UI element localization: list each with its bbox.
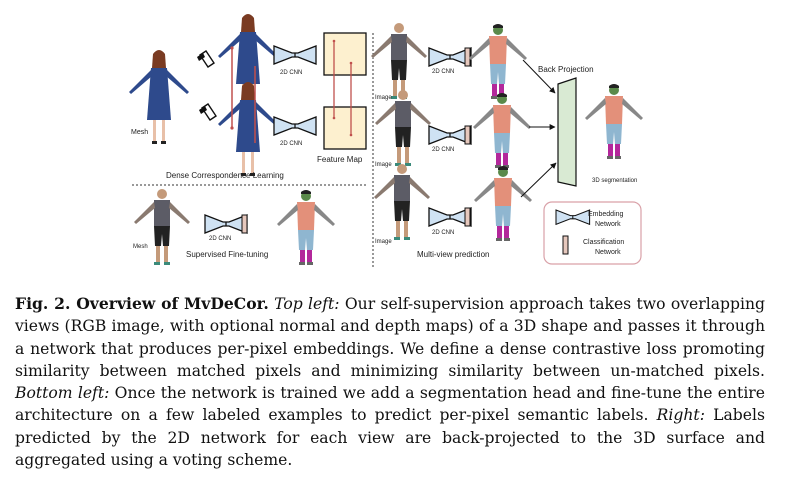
caption-text-top-left: Our self-supervision approach takes two … bbox=[15, 295, 765, 380]
image-label: Image bbox=[375, 239, 392, 245]
cnn-icon bbox=[273, 116, 317, 136]
mesh-label: Mesh bbox=[131, 129, 148, 136]
feature-map-bottom bbox=[323, 106, 367, 150]
legend-classification-line2: Network bbox=[595, 249, 621, 256]
camera-icon bbox=[198, 103, 217, 121]
legend-embedding-line1: Embedding bbox=[588, 211, 624, 218]
3d-segmentation-label: 3D segmentation bbox=[592, 178, 637, 184]
cnn-label: 2D CNN bbox=[432, 69, 454, 75]
legend-embedding-line2: Network bbox=[595, 221, 621, 228]
classifier-icon bbox=[464, 47, 471, 67]
panel-multiview-prediction: Image 2D CNN Image 2D CNN Image 2D CNN M… bbox=[371, 23, 643, 265]
cnn-label: 2D CNN bbox=[280, 70, 302, 76]
image-label: Image bbox=[375, 95, 392, 101]
panel-title-supervised-finetuning: Supervised Fine-tuning bbox=[186, 250, 268, 259]
feature-map-label: Feature Map bbox=[317, 155, 363, 164]
caption-label-bottom-left: Bottom left: bbox=[15, 384, 110, 403]
legend-classification-line1: Classification bbox=[583, 239, 624, 246]
cnn-label: 2D CNN bbox=[280, 141, 302, 147]
caption-title: Fig. 2. Overview of MvDeCor. bbox=[15, 294, 269, 313]
view-image-grey bbox=[375, 90, 431, 166]
cnn-icon bbox=[273, 45, 317, 65]
cnn-label: 2D CNN bbox=[432, 147, 454, 153]
caption-label-right: Right: bbox=[656, 406, 705, 425]
panel-supervised-finetuning: Mesh 2D CNN Supervised Fine-tuning bbox=[133, 189, 335, 265]
caption-text-right: Labels predicted by the 2D network for e… bbox=[15, 406, 765, 470]
classifier-icon bbox=[241, 214, 248, 234]
projection-arrow bbox=[522, 59, 556, 94]
segmented-view bbox=[474, 166, 532, 241]
view-image-dress-bottom bbox=[218, 82, 278, 176]
mesh-label: Mesh bbox=[133, 244, 148, 250]
classifier-icon bbox=[464, 125, 471, 145]
3d-segmentation-figure bbox=[585, 84, 643, 159]
caption-label-top-left: Top left: bbox=[274, 295, 340, 313]
cnn-label: 2D CNN bbox=[432, 230, 454, 236]
projection-arrow bbox=[520, 162, 557, 198]
image-label: Image bbox=[375, 162, 392, 168]
back-projection-plane bbox=[557, 77, 577, 187]
camera-icon bbox=[196, 50, 215, 68]
mesh-figure-grey bbox=[134, 189, 190, 265]
feature-map-top bbox=[323, 32, 367, 76]
segmented-figure bbox=[277, 190, 335, 265]
legend-box: Embedding Network Classification Network bbox=[543, 201, 642, 265]
cnn-icon bbox=[204, 214, 248, 234]
back-projection-label: Back Projection bbox=[538, 65, 594, 74]
view-image-grey bbox=[374, 164, 430, 240]
panel-dense-correspondence: Mesh 2D CNN 2D CNN Feature Map Dense Cor… bbox=[129, 14, 367, 180]
panel-title-dense-correspondence: Dense Correspondence Learning bbox=[166, 171, 284, 180]
classifier-icon bbox=[464, 207, 471, 227]
segmented-view bbox=[469, 24, 527, 99]
caption-text-bottom-left: Once the network is trained we add a seg… bbox=[15, 384, 765, 425]
panel-title-multiview-prediction: Multi-view prediction bbox=[417, 250, 489, 259]
view-image-grey bbox=[371, 23, 427, 99]
figure-caption: Fig. 2. Overview of MvDeCor. Top left: O… bbox=[15, 293, 765, 471]
segmented-view bbox=[473, 93, 531, 168]
overview-figure: Mesh 2D CNN 2D CNN Feature Map Dense Cor… bbox=[129, 14, 643, 268]
classification-network-icon bbox=[562, 235, 569, 255]
cnn-label: 2D CNN bbox=[209, 236, 231, 242]
